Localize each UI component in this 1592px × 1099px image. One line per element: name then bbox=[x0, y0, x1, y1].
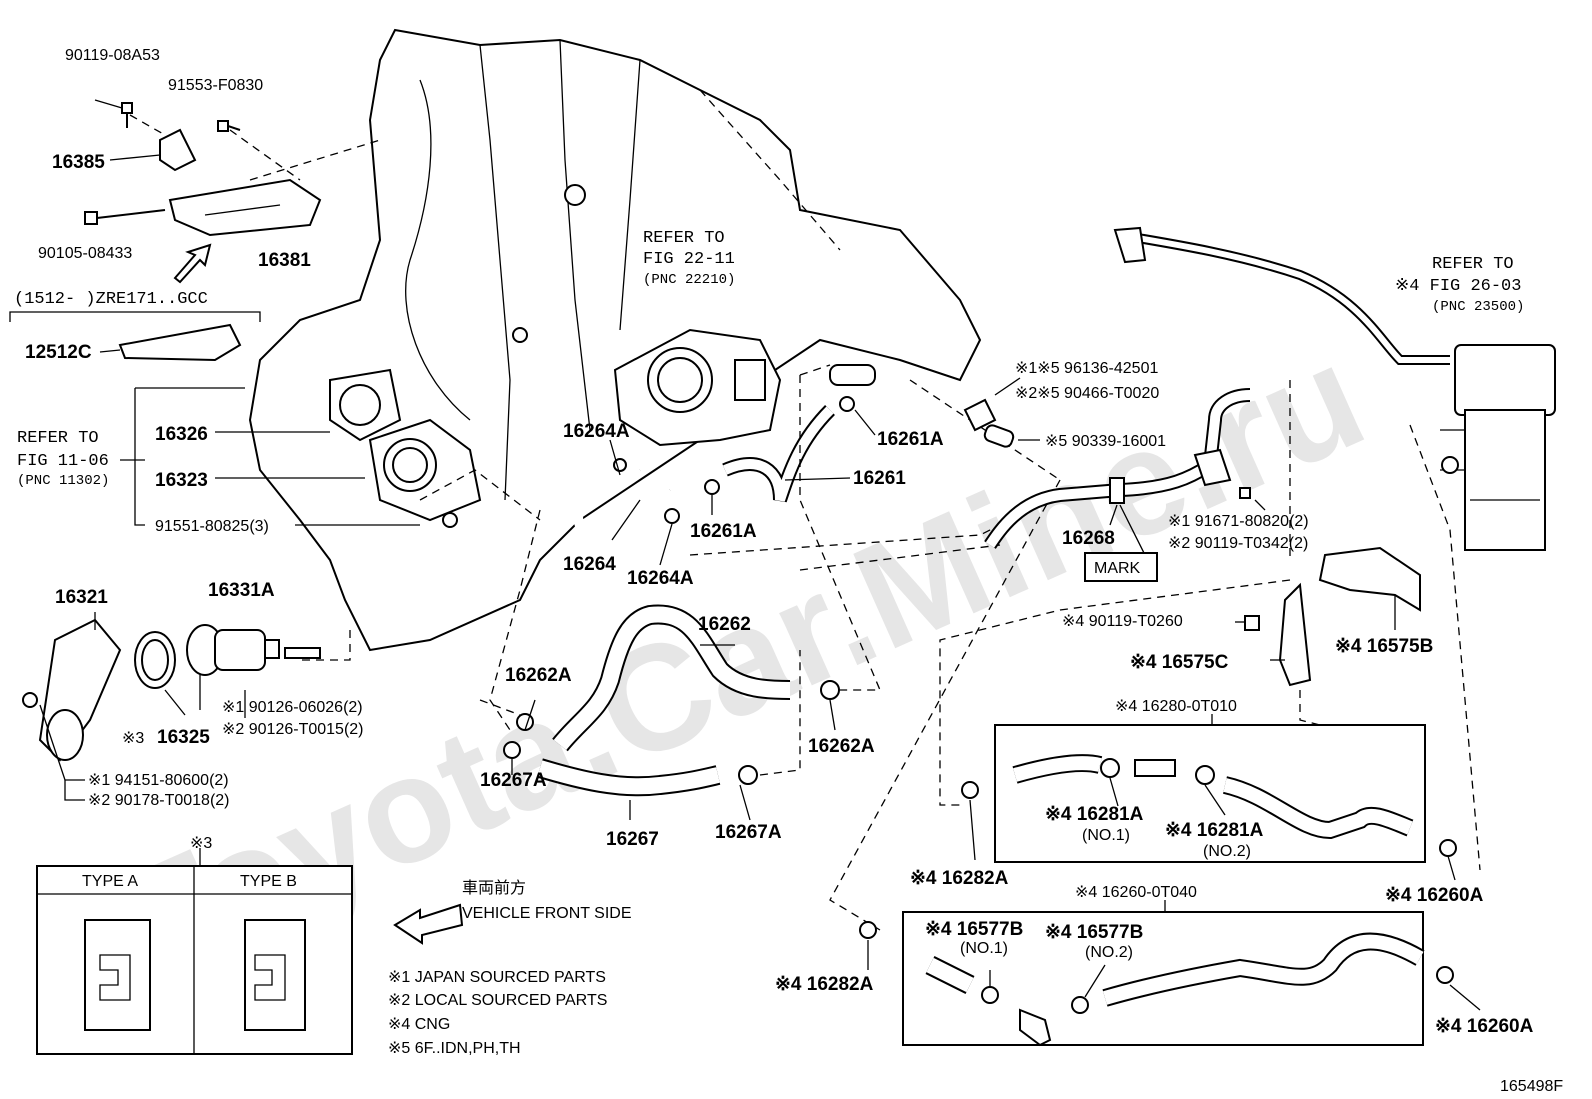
label-91553-f0830: 91553-F0830 bbox=[168, 77, 263, 94]
note-2: ※2 LOCAL SOURCED PARTS bbox=[388, 992, 607, 1009]
label-16264a-top: 16264A bbox=[563, 421, 630, 442]
label-16577b-1: ※4 16577B bbox=[925, 919, 1023, 940]
front-direction-arrow bbox=[393, 903, 464, 945]
label-front-jp: 車両前方 bbox=[462, 879, 526, 897]
direction-arrow bbox=[173, 243, 212, 284]
bracket-16575c bbox=[1278, 582, 1312, 687]
label-90126-t0015: ※2 90126-T0015(2) bbox=[222, 721, 364, 738]
label-type-a: TYPE A bbox=[82, 873, 138, 890]
bracket-16385 bbox=[159, 128, 197, 172]
note-5: ※5 6F..IDN,PH,TH bbox=[388, 1040, 521, 1057]
thermostat-16331a bbox=[186, 624, 280, 676]
label-90178: ※2 90178-T0018(2) bbox=[88, 792, 230, 809]
mark-box bbox=[1084, 552, 1158, 582]
bracket-16381 bbox=[168, 178, 322, 237]
label-90466: ※2※5 90466-T0020 bbox=[1015, 385, 1159, 402]
bolt-90105-08433 bbox=[84, 209, 166, 225]
clip-96136 bbox=[963, 398, 997, 432]
label-90105-08433: 90105-08433 bbox=[38, 245, 132, 262]
label-16261a-top: 16261A bbox=[877, 429, 944, 450]
label-16331a: 16331A bbox=[208, 580, 275, 601]
label-96136: ※1※5 96136-42501 bbox=[1015, 360, 1158, 377]
label-16264: 16264 bbox=[563, 554, 616, 575]
bolt-91553-f0830 bbox=[217, 120, 241, 132]
label-16575c: ※4 16575C bbox=[1130, 652, 1229, 673]
label-ref-fig26-c: (PNC 23500) bbox=[1432, 299, 1524, 315]
label-91551-80825: 91551-80825(3) bbox=[155, 518, 269, 535]
label-16385: 16385 bbox=[52, 152, 105, 173]
label-16325: 16325 bbox=[157, 727, 210, 748]
water-inlet-16321 bbox=[22, 618, 122, 762]
label-16282a-bottom: ※4 16282A bbox=[775, 974, 874, 995]
diagram-id: 165498F bbox=[1500, 1078, 1563, 1095]
plug-90339 bbox=[983, 424, 1015, 448]
label-ref-fig26-b: ※4 FIG 26-03 bbox=[1395, 277, 1521, 296]
label-16267a-left: 16267A bbox=[480, 770, 547, 791]
label-90119-08a53: 90119-08A53 bbox=[65, 47, 160, 64]
label-16326: 16326 bbox=[155, 424, 208, 445]
label-16260a-bottom: ※4 16260A bbox=[1435, 1016, 1534, 1037]
gasket-type-table bbox=[36, 848, 353, 1055]
label-front-en: VEHICLE FRONT SIDE bbox=[462, 905, 632, 922]
label-91671: ※1 91671-80820(2) bbox=[1168, 513, 1309, 530]
note-1: ※1 JAPAN SOURCED PARTS bbox=[388, 969, 606, 986]
label-12512c: 12512C bbox=[25, 342, 92, 363]
label-ref-fig22-c: (PNC 22210) bbox=[643, 272, 735, 288]
label-90126-06026: ※1 90126-06026(2) bbox=[222, 699, 363, 716]
label-16260a-top: ※4 16260A bbox=[1385, 885, 1484, 906]
label-16321: 16321 bbox=[55, 587, 108, 608]
throttle-body bbox=[613, 328, 782, 447]
label-16267a-right: 16267A bbox=[715, 822, 782, 843]
label-16261: 16261 bbox=[853, 468, 906, 489]
label-16260: ※4 16260-0T040 bbox=[1075, 884, 1197, 901]
label-16262a-right: 16262A bbox=[808, 736, 875, 757]
label-ref-fig26-a: REFER TO bbox=[1432, 255, 1514, 274]
stud-90126 bbox=[284, 647, 321, 659]
label-16262a-top: 16262A bbox=[505, 665, 572, 686]
label-mark: MARK bbox=[1094, 560, 1141, 577]
label-94151: ※1 94151-80600(2) bbox=[88, 772, 229, 789]
label-range-note: (1512- )ZRE171..GCC bbox=[14, 290, 208, 309]
label-16323: 16323 bbox=[155, 470, 208, 491]
label-ref-fig11-c: (PNC 11302) bbox=[17, 473, 109, 489]
label-ref-fig11-b: FIG 11-06 bbox=[17, 452, 109, 471]
engine-block-drawing bbox=[248, 28, 982, 652]
label-16325-mark: ※3 bbox=[122, 730, 144, 747]
bracket-12512c bbox=[118, 323, 242, 362]
range-bracket bbox=[9, 311, 261, 322]
label-16281a-2-no: (NO.2) bbox=[1203, 843, 1251, 860]
label-16575b: ※4 16575B bbox=[1335, 636, 1433, 657]
labels: 90119-08A53 91553-F0830 16385 16381 9010… bbox=[14, 47, 1563, 1095]
label-16281a-1: ※4 16281A bbox=[1045, 804, 1144, 825]
label-16267: 16267 bbox=[606, 829, 659, 850]
label-16577b-2: ※4 16577B bbox=[1045, 922, 1143, 943]
note-4: ※4 CNG bbox=[388, 1016, 450, 1033]
label-ref-fig11-a: REFER TO bbox=[17, 429, 99, 448]
label-ref-fig22-b: FIG 22-11 bbox=[643, 250, 735, 269]
label-type-mark: ※3 bbox=[190, 835, 212, 852]
label-90339: ※5 90339-16001 bbox=[1045, 433, 1166, 450]
label-16281a-1-no: (NO.1) bbox=[1082, 827, 1130, 844]
label-16262: 16262 bbox=[698, 614, 751, 635]
label-type-b: TYPE B bbox=[240, 873, 297, 890]
label-16281a-2: ※4 16281A bbox=[1165, 820, 1264, 841]
label-ref-fig22-a: REFER TO bbox=[643, 229, 725, 248]
label-16280: ※4 16280-0T010 bbox=[1115, 698, 1237, 715]
label-16268: 16268 bbox=[1062, 528, 1115, 549]
label-90119-t0260: ※4 90119-T0260 bbox=[1062, 613, 1183, 630]
label-16261a-bottom: 16261A bbox=[690, 521, 757, 542]
label-16282a-top: ※4 16282A bbox=[910, 868, 1009, 889]
label-16381: 16381 bbox=[258, 250, 311, 271]
label-16264a-bottom: 16264A bbox=[627, 568, 694, 589]
label-16577b-1-no: (NO.1) bbox=[960, 940, 1008, 957]
bracket-16575b bbox=[1318, 546, 1421, 612]
label-90119-t0342: ※2 90119-T0342(2) bbox=[1168, 535, 1308, 552]
cng-regulator bbox=[1440, 344, 1556, 551]
label-16577b-2-no: (NO.2) bbox=[1085, 944, 1133, 961]
